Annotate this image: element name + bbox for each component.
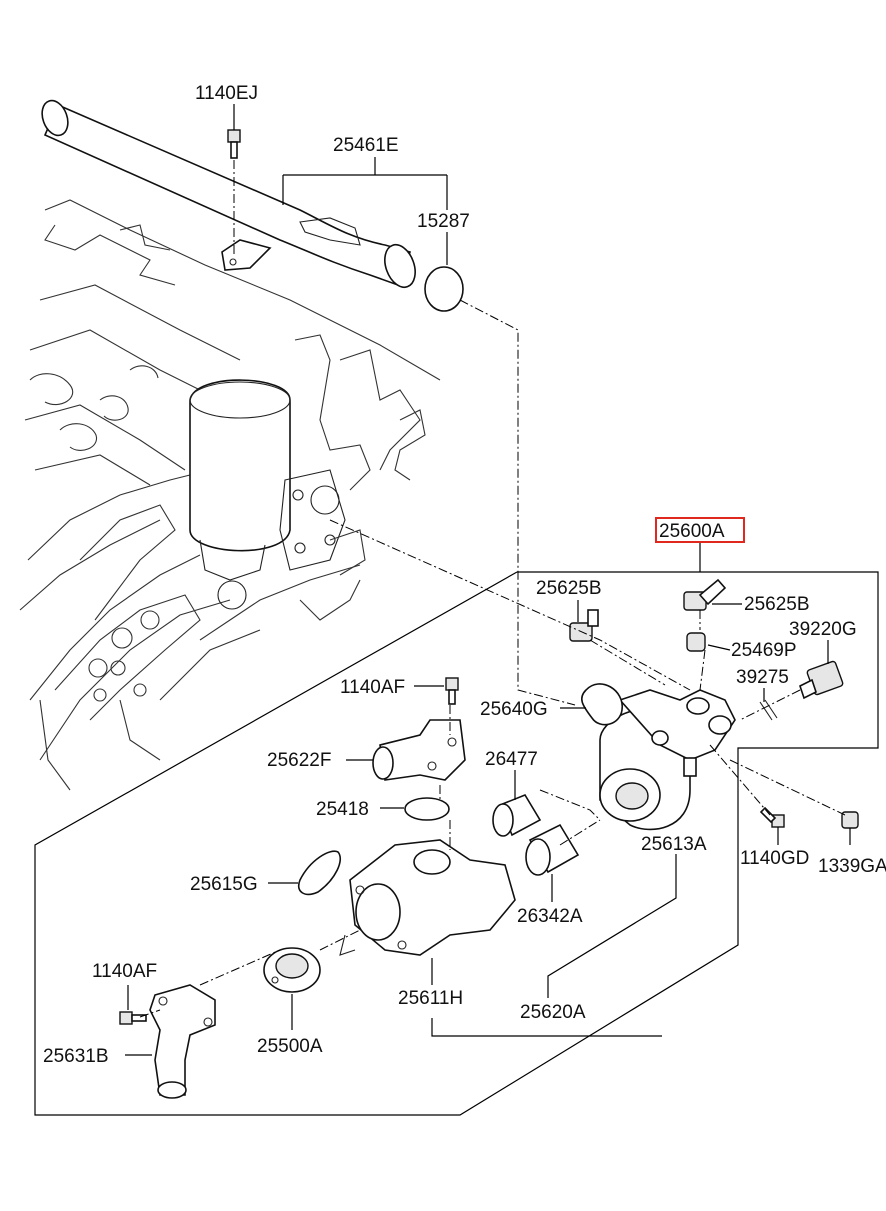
label-25615G[interactable]: 25615G (190, 874, 258, 895)
sensor-39220G (799, 660, 844, 700)
bolt-1140AF-bottom (119, 1011, 147, 1025)
label-25625B-left[interactable]: 25625B (536, 578, 602, 599)
label-15287[interactable]: 15287 (417, 211, 470, 232)
label-1140GD[interactable]: 1140GD (740, 848, 809, 869)
water-pipe-25461E (41, 99, 416, 289)
leader-lines (125, 104, 851, 1056)
label-25631B[interactable]: 25631B (43, 1046, 109, 1067)
label-25622F[interactable]: 25622F (267, 750, 331, 771)
label-26477[interactable]: 26477 (485, 749, 538, 770)
label-1140EJ[interactable]: 1140EJ (195, 83, 258, 104)
label-39220G[interactable]: 39220G (789, 619, 857, 640)
housing-25613A (599, 689, 736, 831)
label-25500A[interactable]: 25500A (257, 1036, 323, 1057)
label-25461E[interactable]: 25461E (333, 135, 399, 156)
assembly-outline (34, 571, 879, 1116)
gasket-25615G (298, 850, 342, 896)
label-25418[interactable]: 25418 (316, 799, 369, 820)
o-ring-15287 (424, 266, 464, 312)
label-25469P[interactable]: 25469P (731, 640, 797, 661)
hose-26477 (492, 794, 542, 837)
label-25640G[interactable]: 25640G (480, 699, 548, 720)
o-ring-25418 (404, 797, 450, 821)
outlet-25631B (149, 984, 216, 1099)
elbow-25622F (372, 719, 466, 781)
engine-block-drawing (19, 199, 441, 791)
label-26342A[interactable]: 26342A (517, 906, 583, 927)
label-25613A[interactable]: 25613A (641, 834, 707, 855)
seal-25469P (686, 632, 706, 652)
part-labels: 1140EJ 25461E 15287 25600A 25625B 25625B… (43, 83, 886, 1067)
reference-lines (139, 160, 846, 1018)
label-25620A[interactable]: 25620A (520, 1002, 586, 1023)
bolt-1140AF-top (445, 677, 459, 705)
bolt-1140EJ (227, 129, 241, 159)
fitting-25625B-right (683, 578, 727, 611)
label-1140AF-bottom[interactable]: 1140AF (92, 961, 157, 982)
label-1339GA[interactable]: 1339GA (818, 856, 886, 877)
label-25600A[interactable]: 25600A (659, 521, 725, 542)
label-39275[interactable]: 39275 (736, 667, 789, 688)
gasket-25640G (580, 683, 623, 726)
housing-25611H (339, 839, 516, 956)
clip-39275 (759, 699, 778, 721)
hose-26342A (525, 823, 580, 876)
label-1140AF-top[interactable]: 1140AF (340, 677, 405, 698)
label-25611H[interactable]: 25611H (398, 988, 463, 1009)
bolt-1140GD (759, 806, 785, 828)
highlight-box-25600A (655, 517, 745, 543)
label-25625B-right[interactable]: 25625B (744, 594, 810, 615)
thermostat-25500A (263, 947, 321, 993)
fitting-25625B-left (569, 609, 599, 642)
